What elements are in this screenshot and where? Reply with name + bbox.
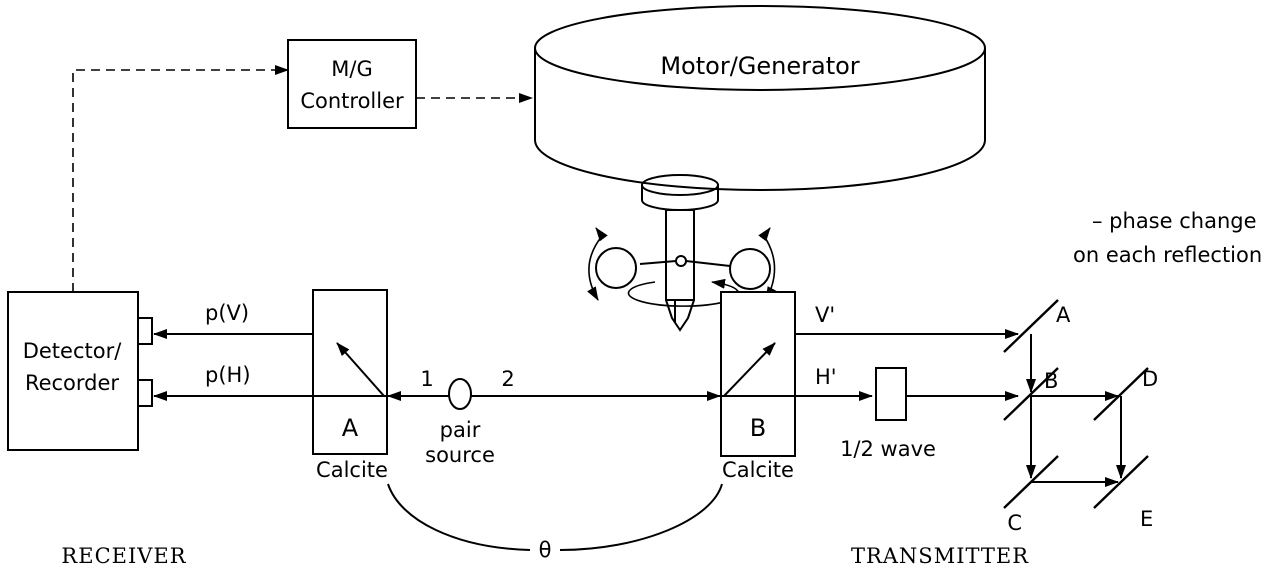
calcite-a-letter: A <box>342 414 359 442</box>
mirror-c-label: C <box>1007 511 1022 535</box>
motor-generator-label: Motor/Generator <box>660 52 859 80</box>
control-line-detector <box>72 65 289 292</box>
pair-source-label-2: source <box>425 443 495 467</box>
mirror-e-label: E <box>1140 507 1153 531</box>
label-p-v: p(V) <box>205 301 249 325</box>
theta-arc-right <box>559 483 723 551</box>
phase-note-line-1: – phase change <box>1092 209 1257 233</box>
pair-source-label-1: pair <box>440 418 481 442</box>
detector-label-2: Recorder <box>25 371 119 395</box>
mirror-d <box>1093 367 1149 421</box>
label-v-prime: V' <box>815 303 835 327</box>
rotor-right-ball <box>729 248 771 290</box>
pair-source <box>448 378 472 410</box>
rotor-left-ball <box>595 247 637 289</box>
mirror-b <box>1003 367 1059 421</box>
half-wave-label: 1/2 wave <box>840 437 936 461</box>
label-beam-1: 1 <box>420 367 433 391</box>
calcite-a-label: Calcite <box>316 458 388 482</box>
mirror-e <box>1093 455 1149 509</box>
calcite-b-letter: B <box>750 414 766 442</box>
label-h-prime: H' <box>815 365 837 389</box>
theta-arc-left <box>387 483 531 551</box>
phase-note-line-2: on each reflection <box>1073 243 1262 267</box>
theta-label: θ <box>539 538 552 562</box>
rotor-assembly <box>587 174 777 332</box>
label-p-h: p(H) <box>205 363 251 387</box>
mirror-a <box>1003 299 1059 353</box>
half-wave-plate <box>875 367 907 421</box>
calcite-b-label: Calcite <box>722 458 794 482</box>
transmitter-label: TRANSMITTER <box>851 544 1029 567</box>
rotor-hub <box>675 255 687 267</box>
receiver-label: RECEIVER <box>61 544 186 567</box>
mg-controller-label-2: Controller <box>300 89 404 113</box>
mirror-a-label: A <box>1056 303 1071 327</box>
mirror-b-label: B <box>1044 369 1058 393</box>
detector-recorder: Detector/ Recorder <box>7 291 153 451</box>
mg-controller-label-1: M/G <box>331 57 372 81</box>
calcite-a: A Calcite <box>312 289 388 482</box>
motor-generator: Motor/Generator <box>534 5 986 191</box>
detector-label-1: Detector/ <box>23 339 123 363</box>
calcite-b: B Calcite <box>720 291 796 482</box>
mirror-d-label: D <box>1142 367 1158 391</box>
label-beam-2: 2 <box>501 367 514 391</box>
mg-controller: M/G Controller <box>287 39 417 129</box>
